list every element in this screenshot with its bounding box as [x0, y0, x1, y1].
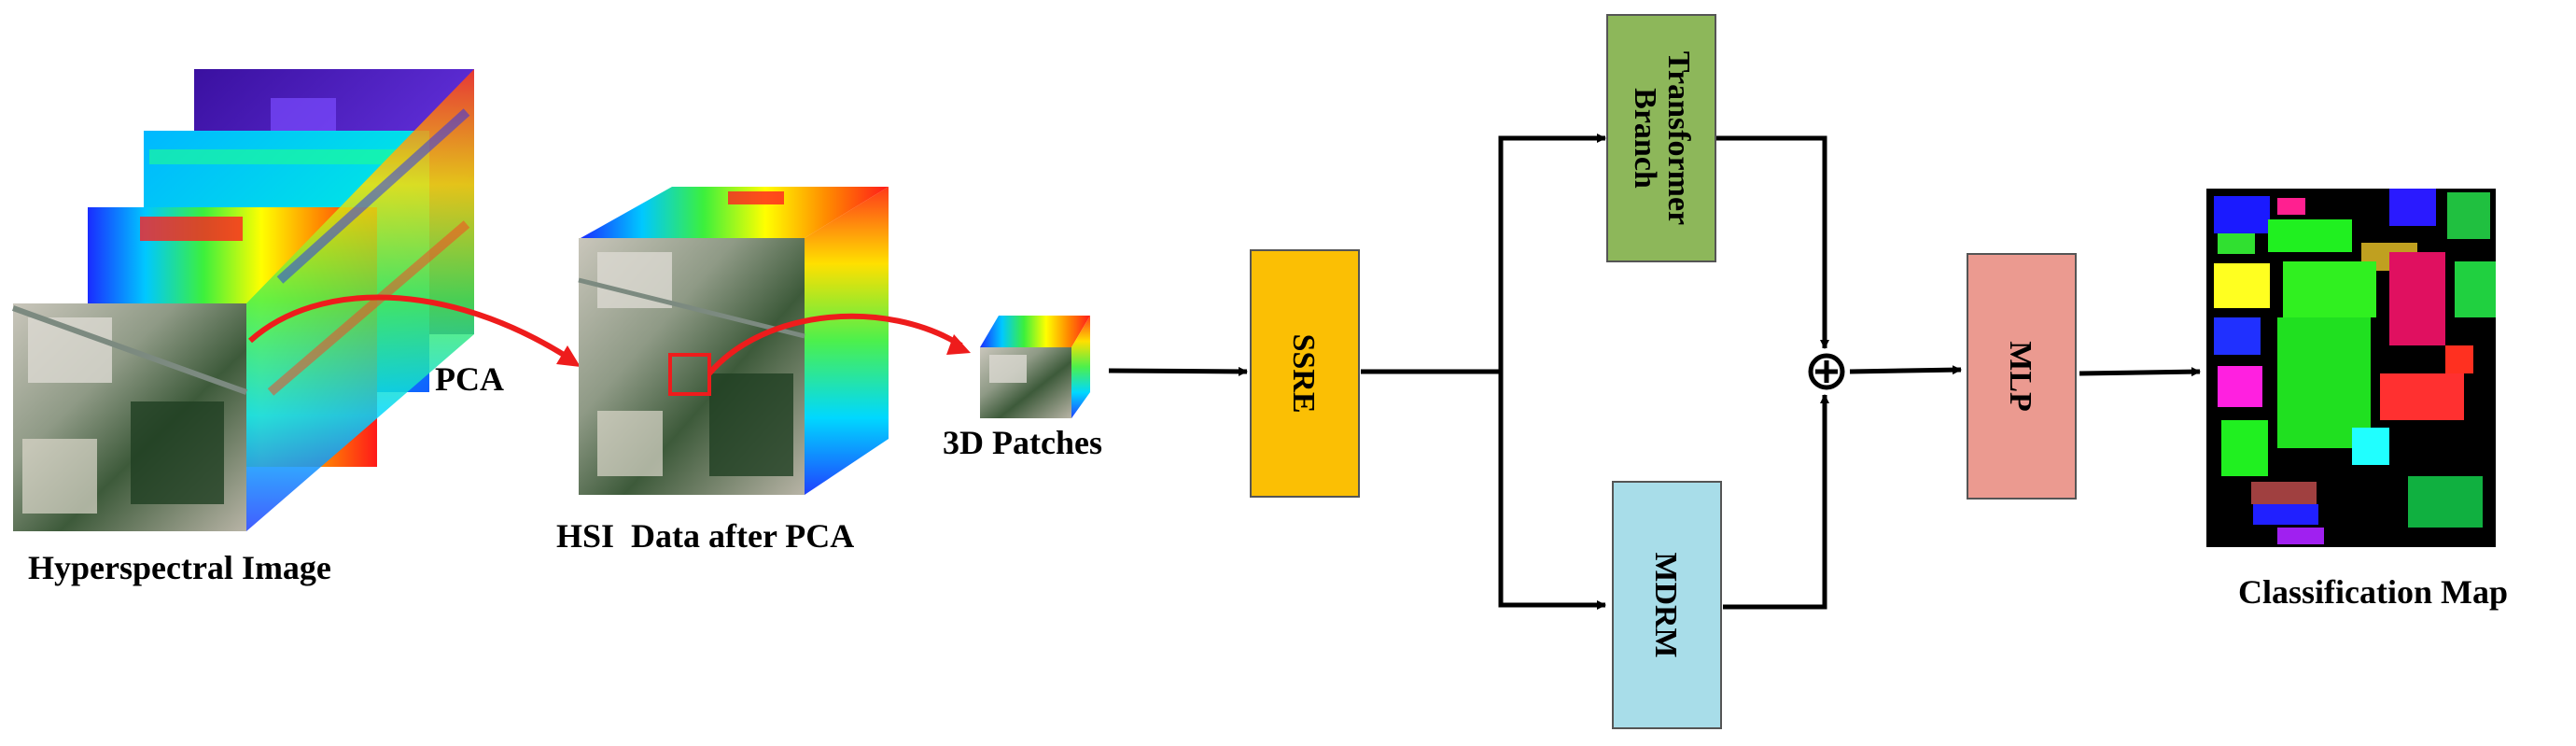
hsi-pca-cube [578, 187, 889, 495]
arrow-patches-to-ssre [1108, 366, 1248, 376]
classification-map [2206, 189, 2496, 547]
arrow-mdrm-to-sum [1723, 394, 1829, 610]
arrow-transformer-to-sum [1715, 135, 1829, 349]
mdrm-box [1612, 481, 1722, 729]
patch-red-arrow [707, 313, 963, 375]
patch-red-arrowhead [946, 334, 971, 355]
hsi-side-face [805, 187, 889, 495]
pca-red-arrowhead [556, 345, 581, 367]
transformer-box [1606, 14, 1716, 262]
mdrm-label: MDRM [1648, 552, 1683, 657]
flow-arrows [1108, 134, 2201, 610]
cube-middle-band [149, 149, 420, 164]
pca-red-arrow [247, 294, 573, 362]
arrow-to-transformer [1498, 134, 1606, 372]
patch-selection-box [668, 353, 711, 396]
ssre-box [1250, 249, 1360, 498]
ssre-label: SSRE [1286, 333, 1321, 413]
pca-label: PCA [435, 360, 504, 398]
patches-label: 3D Patches [943, 424, 1102, 461]
mlp-label: MLP [2003, 341, 2037, 412]
cube-back-patch [271, 98, 336, 135]
arrow-mlp-to-map [2079, 367, 2201, 377]
arrow-sum-to-mlp [1849, 365, 1962, 375]
classification-map-label: Classification Map [2238, 573, 2508, 611]
transformer-label: Transformer [1661, 51, 1696, 225]
hyperspectral-image-label: Hyperspectral Image [28, 549, 331, 586]
hsi-top-face [581, 187, 889, 238]
arrow-to-mdrm [1498, 372, 1606, 610]
patch-cube [980, 316, 1090, 418]
sum-operator-icon [1808, 353, 1845, 390]
hsi-after-pca-label: HSI Data after PCA [556, 517, 854, 555]
transformer-branch-label: Branch [1628, 88, 1662, 189]
mlp-box [1967, 253, 2077, 500]
cube-front-hot-band [140, 217, 243, 241]
